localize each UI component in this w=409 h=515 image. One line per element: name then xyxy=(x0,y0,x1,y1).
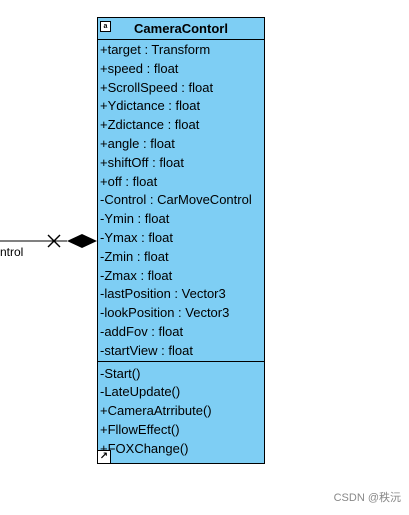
attribute-row: -Zmin : float xyxy=(100,248,169,264)
operations-compartment: -Start() -LateUpdate() +CameraAtrribute() +… xyxy=(98,362,264,459)
attribute-row: -Zmax : float xyxy=(100,267,173,283)
attribute-row: +off : float xyxy=(100,173,158,189)
association-end-label: ntrol xyxy=(0,245,24,259)
attribute-row: -lookPosition : Vector3 xyxy=(100,305,230,321)
composition-diamond xyxy=(67,234,97,248)
attribute-row: -startView : float xyxy=(100,342,193,358)
attribute-row: -lastPosition : Vector3 xyxy=(100,286,226,302)
operation-row: +FOXChange() xyxy=(100,440,189,456)
operation-row: +CameraAtrribute() xyxy=(100,403,212,419)
attribute-row: +speed : float xyxy=(100,60,179,76)
attributes-compartment: +target : Transform +speed : float +Scroll… xyxy=(98,40,264,362)
watermark: CSDN @秩沅 xyxy=(333,492,401,504)
class-header: a CameraContorl xyxy=(98,18,264,40)
attribute-row: -addFov : float xyxy=(100,323,184,339)
attribute-row: +ScrollSpeed : float xyxy=(100,79,214,95)
uml-class-box[interactable]: a CameraContorl +target : Transform +spee… xyxy=(97,17,265,464)
navigability-x-mark xyxy=(47,234,61,248)
attribute-row: +angle : float xyxy=(100,135,175,151)
class-icon: a xyxy=(100,21,111,32)
operation-row: +FllowEffect() xyxy=(100,421,180,437)
resize-link-icon[interactable]: ↗ xyxy=(98,450,111,463)
class-name: CameraContorl xyxy=(134,21,228,36)
attribute-row: -Ymin : float xyxy=(100,211,170,227)
operation-row: -LateUpdate() xyxy=(100,384,181,400)
attribute-row: +target : Transform xyxy=(100,42,211,57)
attribute-row: +Ydictance : float xyxy=(100,98,201,114)
attribute-row: +shiftOff : float xyxy=(100,154,184,170)
operation-row: -Start() xyxy=(100,365,141,381)
attribute-row: -Ymax : float xyxy=(100,229,173,245)
attribute-row: -Control : CarMoveControl xyxy=(100,192,252,208)
attribute-row: +Zdictance : float xyxy=(100,117,200,133)
